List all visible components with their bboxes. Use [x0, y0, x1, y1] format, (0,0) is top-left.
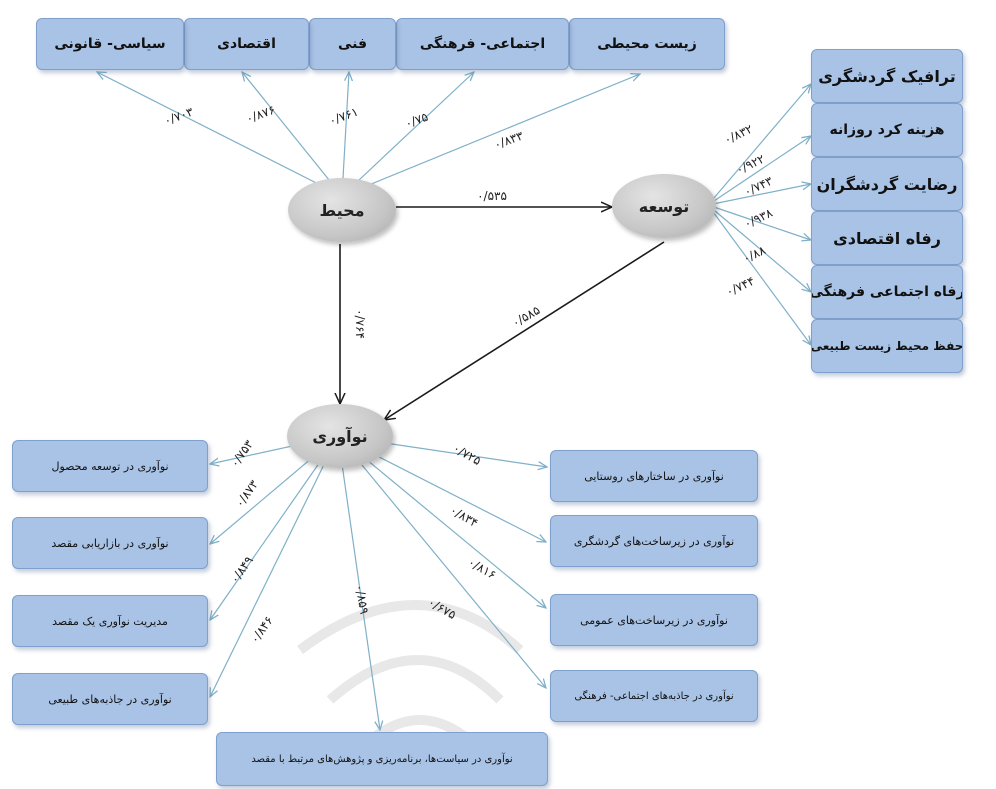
innov-indicator-box-bottom: نوآوری در سیاست‌ها، برنامه‌ریزی و پژوهش‌… — [216, 732, 548, 786]
dev-indicator-box: ترافیک گردشگری — [811, 49, 963, 103]
dev-indicator-link — [707, 204, 811, 345]
innov-indicator-box-left: نوآوری در جاذبه‌های طبیعی — [12, 673, 208, 725]
node-development: توسعه — [612, 174, 716, 238]
dev-indicator-box: رفاه اقتصادی — [811, 211, 963, 265]
innov-indicator-link-bottom — [337, 435, 380, 730]
innov-indicator-coef-right: ۰/۸۳۴ — [448, 503, 481, 530]
innov-indicator-box-right: نوآوری در زیرساخت‌های عمومی — [550, 594, 758, 646]
innov-indicator-coef-left: ۰/۸۴۹ — [227, 553, 256, 585]
innov-indicator-box-right: نوآوری در جاذبه‌های اجتماعی- فرهنگی — [550, 670, 758, 722]
dev-indicator-coef: ۰/۸۸ — [741, 243, 769, 266]
innov-indicator-link-left — [210, 435, 339, 620]
dev-indicator-link — [707, 204, 811, 292]
env-indicator-link — [97, 72, 343, 197]
innov-indicator-box-left: نوآوری در توسعه محصول — [12, 440, 208, 492]
dev-indicator-box: رضایت گردشگران — [811, 157, 963, 211]
dev-indicator-coef: ۰/۹۳۸ — [742, 205, 775, 231]
env-indicator-box: اقتصادی — [184, 18, 309, 70]
dev-indicator-box: هزینه کرد روزانه — [811, 103, 963, 157]
innov-indicator-link-right — [337, 435, 546, 688]
env-indicator-box: فنی — [309, 18, 396, 70]
node-innovation: نوآوری — [287, 404, 393, 468]
innov-indicator-box-right: نوآوری در ساختارهای روستایی — [550, 450, 758, 502]
env-indicator-link — [341, 72, 349, 197]
dev-indicator-box: رفاه اجتماعی فرهنگی — [811, 265, 963, 319]
dev-indicator-link — [707, 204, 811, 240]
env-indicator-box: سیاسی- قانونی — [36, 18, 184, 70]
env-indicator-link — [341, 74, 640, 197]
dev-indicator-link — [707, 84, 811, 206]
innov-indicator-link-right — [337, 435, 546, 608]
dev-indicator-link — [707, 184, 811, 206]
path-development-innovation — [384, 241, 665, 420]
node-environment: محیط — [288, 178, 396, 242]
env-indicator-link — [242, 72, 343, 197]
dev-indicator-link — [707, 136, 811, 206]
innov-indicator-coef-left: ۰/۸۴۶ — [247, 613, 276, 645]
env-indicator-coef: ۰/۸۷۶ — [244, 103, 277, 126]
path-coef-development-innovation: ۰/۵۸۵ — [510, 303, 543, 330]
innov-indicator-coef-right: ۰/۸۱۶ — [466, 555, 499, 582]
env-indicator-box: زیست محیطی — [569, 18, 725, 70]
innov-indicator-coef-bottom: ۰/۸۵۹ — [352, 583, 371, 615]
env-indicator-coef: ۰/۷۵ — [403, 110, 430, 131]
path-coef-environment-development: ۰/۵۳۵ — [477, 189, 507, 203]
innov-indicator-coef-right: ۰/۷۲۵ — [451, 441, 484, 468]
env-indicator-box: اجتماعی- فرهنگی — [396, 18, 569, 70]
env-indicator-coef: ۰/۷۶۱ — [327, 105, 360, 128]
innov-indicator-box-left: نوآوری در بازاریابی مقصد — [12, 517, 208, 569]
innov-indicator-coef-right: ۰/۶۷۵ — [426, 595, 459, 622]
dev-indicator-box: حفظ محیط زیست طبیعی — [811, 319, 963, 373]
innov-indicator-box-right: نوآوری در زیرساخت‌های گردشگری — [550, 515, 758, 567]
path-coef-environment-innovation: ۰/۷۶۴ — [353, 309, 367, 339]
innov-indicator-box-left: مدیریت نوآوری یک مقصد — [12, 595, 208, 647]
dev-indicator-coef: ۰/۸۳۲ — [722, 122, 755, 147]
dev-indicator-coef: ۰/۷۴۴ — [724, 274, 757, 299]
env-indicator-link — [341, 72, 474, 197]
innov-indicator-coef-left: ۰/۷۵۳ — [227, 437, 256, 470]
innov-indicator-link-left — [210, 435, 339, 697]
